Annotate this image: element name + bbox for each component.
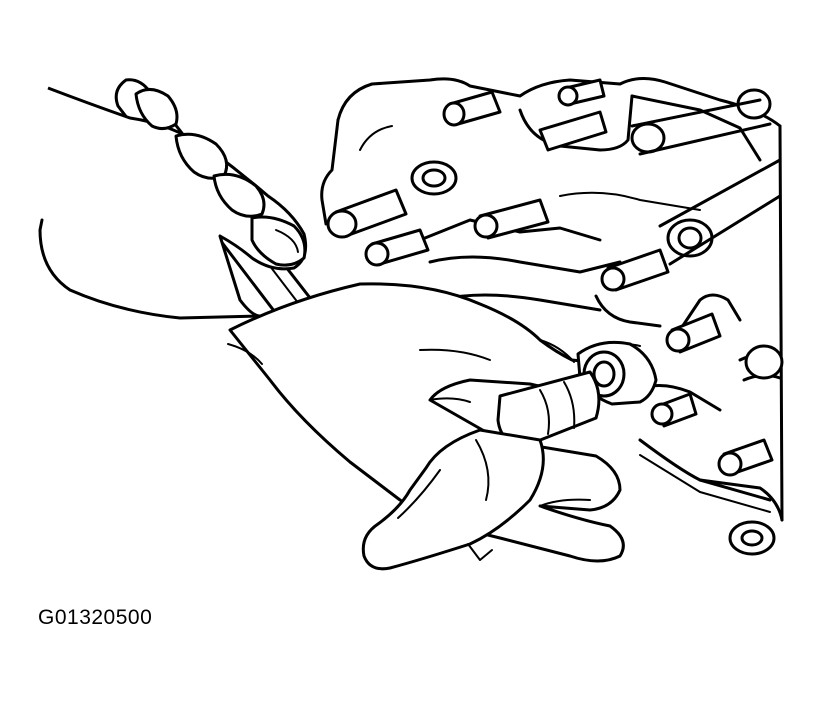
- upper-hand: [38, 86, 308, 320]
- figure-code: G01320500: [38, 606, 153, 629]
- valve-pins: [326, 78, 774, 477]
- socket-head: [361, 340, 658, 571]
- valve-body-housing: [320, 77, 784, 556]
